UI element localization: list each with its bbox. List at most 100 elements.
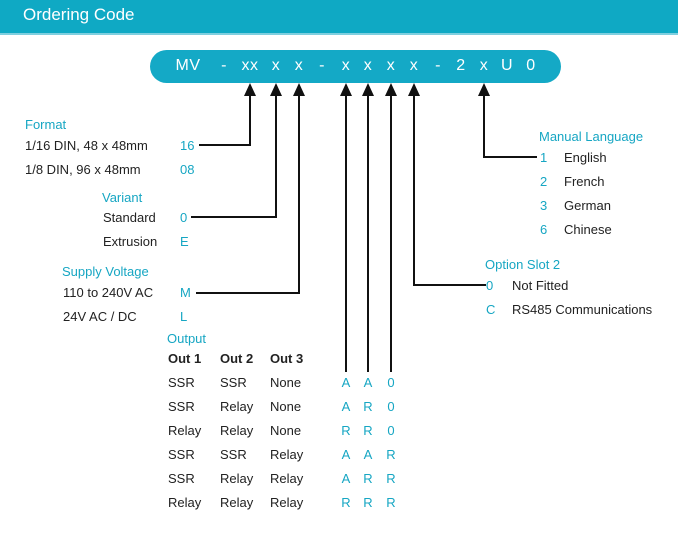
supply-voltage-option-code: L [180, 309, 188, 324]
output-column-header: Out 3 [270, 351, 304, 366]
output-cell: SSR [168, 447, 195, 462]
supply-voltage-option-label: 24V AC / DC [63, 309, 137, 324]
arrow-head-supply [293, 83, 305, 96]
supply-voltage-option-label: 110 to 240V AC [63, 285, 154, 300]
output-cell: Relay [220, 495, 254, 510]
manual-language-option-code: 2 [540, 174, 548, 189]
code-segment-out1: x [341, 57, 351, 74]
output-cell: None [270, 399, 302, 414]
format-option-label: 1/8 DIN, 96 x 48mm [25, 162, 141, 177]
manual-language-option-code: 6 [540, 222, 548, 237]
section-header: Ordering Code [0, 0, 678, 35]
arrow-head-format [244, 83, 256, 96]
arrow-head-out2 [362, 83, 374, 96]
code-segment-format: xx [241, 57, 259, 74]
code-segment-fixed-0: 0 [526, 57, 536, 74]
code-segment-supply: x [294, 57, 304, 74]
language-connector [483, 90, 537, 158]
output-cell: Relay [220, 423, 254, 438]
output-column-header: Out 1 [168, 351, 202, 366]
output-code: R [363, 471, 373, 486]
code-segment-option-slot: x [409, 57, 419, 74]
manual-language-option-code: 1 [540, 150, 548, 165]
output-cell: SSR [168, 471, 195, 486]
output-code: R [363, 399, 373, 414]
manual-language-option-label: English [564, 150, 607, 165]
output-cell: Relay [220, 471, 254, 486]
output-code: R [386, 495, 396, 510]
option-slot-connector [413, 90, 486, 286]
code-segment-language: x [479, 57, 489, 74]
output-cell: SSR [168, 375, 195, 390]
output-cell: None [270, 375, 302, 390]
supply-voltage-option-code: M [180, 285, 191, 300]
code-segment-fixed-2: 2 [456, 57, 466, 74]
output-code: R [386, 471, 396, 486]
output-cell: Relay [270, 471, 304, 486]
output-code: A [363, 447, 373, 462]
code-segment-dash: - [435, 57, 441, 74]
output-cell: SSR [168, 399, 195, 414]
option-slot-2-heading: Option Slot 2 [485, 257, 561, 272]
arrow-head-out1 [340, 83, 352, 96]
output-cell: None [270, 423, 302, 438]
variant-option-label: Standard [103, 210, 156, 225]
format-connector [199, 90, 251, 146]
option-slot-2-option-code: 0 [486, 278, 494, 293]
code-segment-prefix: MV [175, 57, 201, 74]
output-code: R [363, 495, 373, 510]
format-option-code: 16 [180, 138, 195, 153]
manual-language-option-label: German [564, 198, 611, 213]
code-segment-fixed-u: U [500, 57, 514, 74]
option-slot-2-option-label: Not Fitted [512, 278, 569, 293]
manual-language-option-label: French [564, 174, 605, 189]
code-segment-dash: - [221, 57, 227, 74]
format-heading: Format [25, 117, 67, 132]
output-cell: Relay [220, 399, 254, 414]
arrow-head-language [478, 83, 490, 96]
variant-option-label: Extrusion [103, 234, 158, 249]
output-code: 0 [387, 399, 395, 414]
arrow-head-option-slot [408, 83, 420, 96]
output-code: R [341, 495, 351, 510]
output-code: R [341, 423, 351, 438]
code-segment-out2: x [363, 57, 373, 74]
supply-connector [196, 90, 300, 294]
output-code: A [341, 375, 351, 390]
section-title: Ordering Code [23, 5, 135, 24]
code-segment-variant: x [271, 57, 281, 74]
manual-language-heading: Manual Language [539, 129, 644, 144]
output-cell: Relay [168, 423, 202, 438]
variant-option-code: E [180, 234, 189, 249]
output-cell: Relay [270, 447, 304, 462]
output-cell: Relay [168, 495, 202, 510]
manual-language-option-label: Chinese [564, 222, 612, 237]
option-slot-2-option-label: RS485 Communications [512, 302, 653, 317]
output-heading: Output [167, 331, 207, 346]
format-option-label: 1/16 DIN, 48 x 48mm [25, 138, 148, 153]
output-code: R [386, 447, 396, 462]
output-code: A [341, 447, 351, 462]
output-column-header: Out 2 [220, 351, 254, 366]
arrow-head-variant [270, 83, 282, 96]
arrow-head-out3 [385, 83, 397, 96]
output-code: 0 [387, 423, 395, 438]
supply-voltage-heading: Supply Voltage [62, 264, 149, 279]
manual-language-option-code: 3 [540, 198, 548, 213]
code-segment-out3: x [386, 57, 396, 74]
output-code: A [341, 471, 351, 486]
output-cell: SSR [220, 375, 247, 390]
format-option-code: 08 [180, 162, 195, 177]
output-code: A [341, 399, 351, 414]
variant-connector [191, 90, 277, 218]
output-code: 0 [387, 375, 395, 390]
code-segment-dash: - [319, 57, 325, 74]
output-cell: SSR [220, 447, 247, 462]
output-code: A [363, 375, 373, 390]
variant-heading: Variant [102, 190, 143, 205]
ordering-code-bar [150, 50, 561, 83]
output-cell: Relay [270, 495, 304, 510]
output-code: R [363, 423, 373, 438]
variant-option-code: 0 [180, 210, 188, 225]
